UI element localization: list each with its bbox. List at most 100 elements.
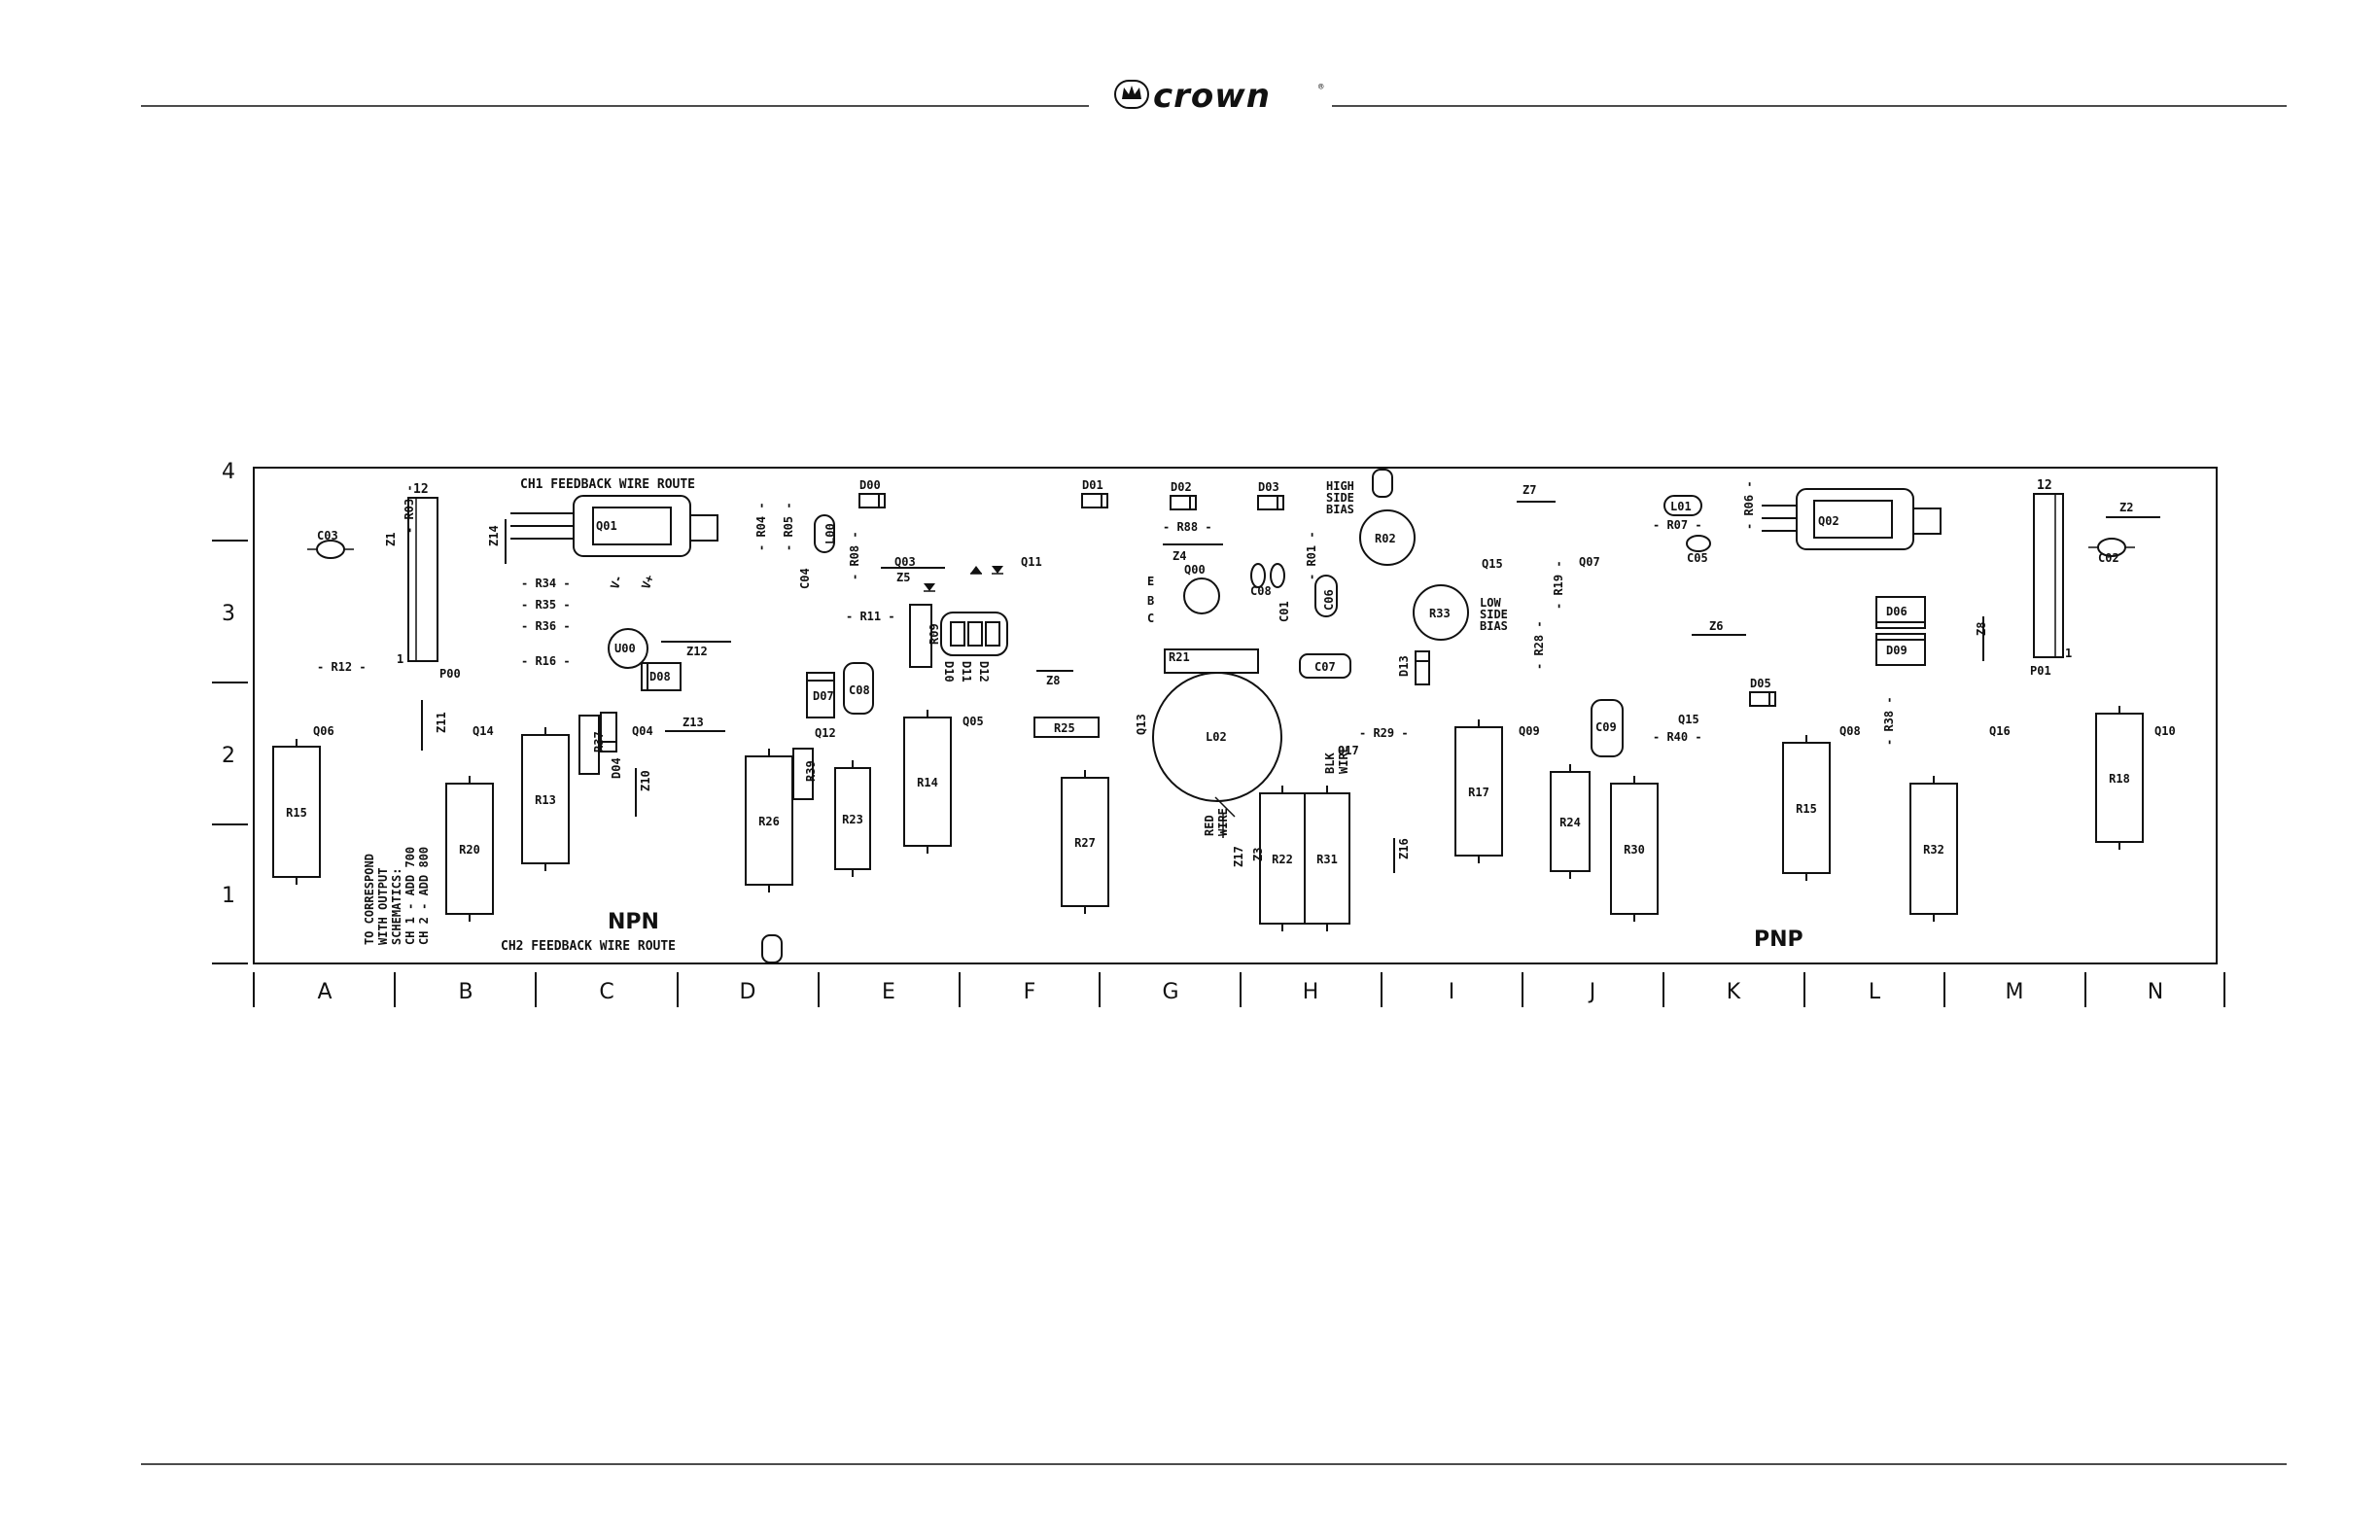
- resistor-label-r30: R30: [1624, 843, 1645, 857]
- col-label-j: J: [1588, 980, 1596, 1004]
- r09-label: R09: [928, 623, 941, 645]
- r08-label: R08: [848, 545, 861, 567]
- pot-r33: [1413, 584, 1469, 641]
- c04-label: C04: [798, 568, 812, 589]
- resistor-label-r26: R26: [758, 815, 780, 828]
- resistor-label-r18: R18: [2109, 772, 2130, 786]
- resistor-label-r13: R13: [535, 793, 556, 807]
- c03-label: C03: [317, 529, 338, 542]
- r05-label: R05: [782, 516, 795, 538]
- note-line-4: CH 1 - ADD 700: [403, 847, 417, 945]
- low-side-2: SIDE: [1480, 608, 1508, 621]
- l02-label: L02: [1206, 730, 1227, 744]
- u00-label: U00: [614, 642, 636, 655]
- r07-label: R07: [1666, 518, 1688, 532]
- crown-logo: crown ®: [1114, 77, 1324, 116]
- svg-text:- R35 -: - R35 -: [521, 598, 571, 612]
- note-line-3: SCHEMATICS:: [390, 868, 403, 945]
- resistor-label-r32: R32: [1923, 843, 1944, 857]
- p00-label: P00: [439, 667, 461, 681]
- ic-u00: [608, 628, 648, 669]
- l00-label: L00: [823, 523, 837, 544]
- r34-label: R34: [535, 577, 556, 590]
- c01-label: C01: [1278, 601, 1291, 622]
- svg-text:- R88 -: - R88 -: [1163, 520, 1212, 534]
- d01-label: D01: [1082, 478, 1103, 492]
- d04-label: D04: [610, 757, 623, 779]
- r16-label: R16: [535, 654, 556, 668]
- z17-label: Z17: [1232, 846, 1245, 867]
- red-wire-1: RED: [1203, 815, 1216, 836]
- d08-label: D08: [649, 670, 671, 683]
- svg-text:- R34 -: - R34 -: [521, 577, 571, 590]
- z2-label: Z2: [2119, 501, 2133, 514]
- svg-text:- R19 -: - R19 -: [1552, 560, 1565, 610]
- z13-label: Z13: [682, 716, 704, 729]
- col-label-n: N: [2148, 980, 2163, 1004]
- wire-route-pad-ch1: [1372, 469, 1393, 498]
- capacitors: C03 C02 C05 L01 L00 C06 C07 C08 C09 C08 …: [307, 495, 2135, 757]
- r40-label: R40: [1666, 730, 1688, 744]
- connector-p01: 12 1 P01: [2030, 478, 2072, 678]
- resistor-label-r15a: R15: [286, 806, 307, 820]
- r06-label: R06: [1742, 495, 1756, 516]
- resistor-label-r22: R22: [1272, 853, 1293, 866]
- svg-text:- R07 -: - R07 -: [1653, 518, 1702, 532]
- col-label-c: C: [599, 980, 613, 1004]
- resistor-label-r23: R23: [842, 813, 863, 826]
- d06-label: D06: [1886, 605, 1908, 618]
- resistor-label-r27: R27: [1074, 836, 1096, 850]
- z6-label: Z6: [1709, 619, 1723, 633]
- r29-label: R29: [1373, 726, 1394, 740]
- pot-r02: [1359, 509, 1416, 566]
- resistor-label-r20: R20: [459, 843, 480, 857]
- c05-label: C05: [1687, 551, 1708, 565]
- r02-label: R02: [1375, 532, 1396, 545]
- svg-text:- R08 -: - R08 -: [848, 531, 861, 580]
- transistor-labels: Q06 Q14 Q04 Q12 Q05 Q13 Q17 Q09 Q15 Q08 …: [313, 555, 2176, 757]
- transistor-q00: [1183, 578, 1220, 614]
- z3-label: Z3: [1251, 848, 1265, 861]
- svg-text:- R40 -: - R40 -: [1653, 730, 1702, 744]
- high-side-3: BIAS: [1326, 503, 1354, 516]
- p01-pin1: 1: [2065, 647, 2072, 660]
- r36-label: R36: [535, 619, 556, 633]
- column-axis: A B C D E F G H I J K L M N: [253, 972, 2225, 1007]
- row-label-1: 1: [222, 884, 235, 908]
- c09-label: C09: [1595, 720, 1617, 734]
- resistor-label-r17: R17: [1468, 786, 1489, 799]
- col-label-a: A: [317, 980, 332, 1004]
- svg-text:- R05 -: - R05 -: [782, 502, 795, 551]
- l01-label: L01: [1670, 500, 1692, 513]
- q09-label: Q09: [1519, 724, 1540, 738]
- c08-label: C08: [849, 683, 870, 697]
- r12-label: R12: [331, 660, 352, 674]
- row-label-2: 2: [222, 744, 235, 768]
- q15b-label: Q15: [1482, 557, 1503, 571]
- bias-labels: HIGH SIDE BIAS LOW SIDE BIAS RED WIRE BL…: [608, 479, 1508, 836]
- ch1-feedback-route-label: CH1 FEEDBACK WIRE ROUTE: [520, 477, 695, 492]
- q03-label: Q03: [894, 555, 916, 569]
- row-axis: 4 3 2 1: [212, 460, 248, 964]
- c02-label: C02: [2098, 551, 2119, 565]
- ch2-feedback-route-label: CH2 FEEDBACK WIRE ROUTE: [501, 939, 676, 954]
- z14-label: Z14: [487, 525, 501, 546]
- svg-text:- R01 -: - R01 -: [1305, 531, 1318, 580]
- c00-label: C08: [1250, 584, 1272, 598]
- pnp-label: PNP: [1754, 928, 1803, 952]
- transistor-q01: Q01: [510, 495, 718, 557]
- blk-wire-2: WIRE: [1337, 746, 1350, 774]
- q14-label: Q14: [472, 724, 494, 738]
- q08-label: Q08: [1839, 724, 1861, 738]
- q07-label: Q07: [1579, 555, 1600, 569]
- d02-label: D02: [1171, 480, 1192, 494]
- z16-label: Z16: [1397, 838, 1411, 859]
- z8b-label: Z8: [1975, 622, 1988, 636]
- z7-label: Z7: [1522, 483, 1536, 497]
- red-wire-2: WIRE: [1216, 808, 1230, 836]
- z8-label: Z8: [1046, 674, 1060, 687]
- col-label-m: M: [2006, 980, 2024, 1004]
- q06a-label: Q06: [313, 724, 334, 738]
